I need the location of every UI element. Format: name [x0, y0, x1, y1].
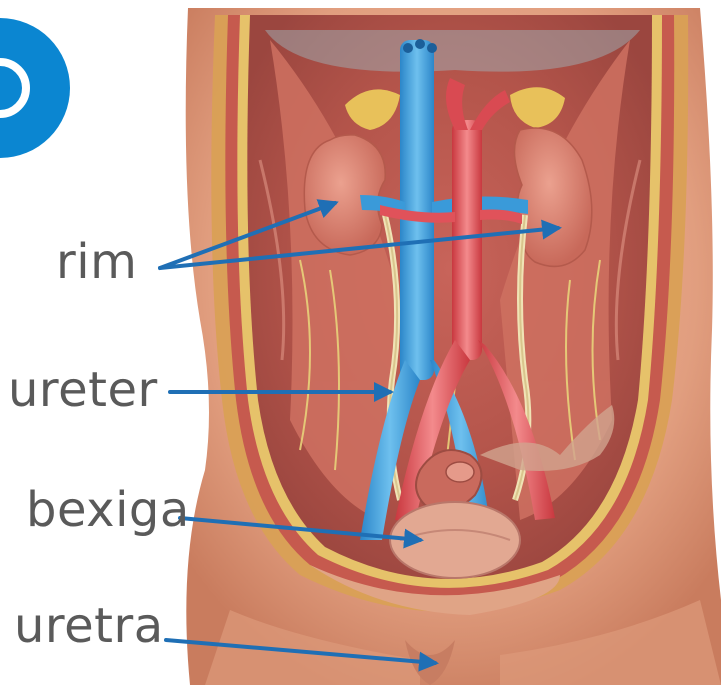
label-bladder: bexiga — [26, 486, 190, 534]
label-kidney: rim — [56, 238, 137, 286]
label-urethra: uretra — [14, 602, 164, 650]
label-ureter: ureter — [8, 366, 158, 414]
circle-badge-icon — [0, 18, 70, 158]
